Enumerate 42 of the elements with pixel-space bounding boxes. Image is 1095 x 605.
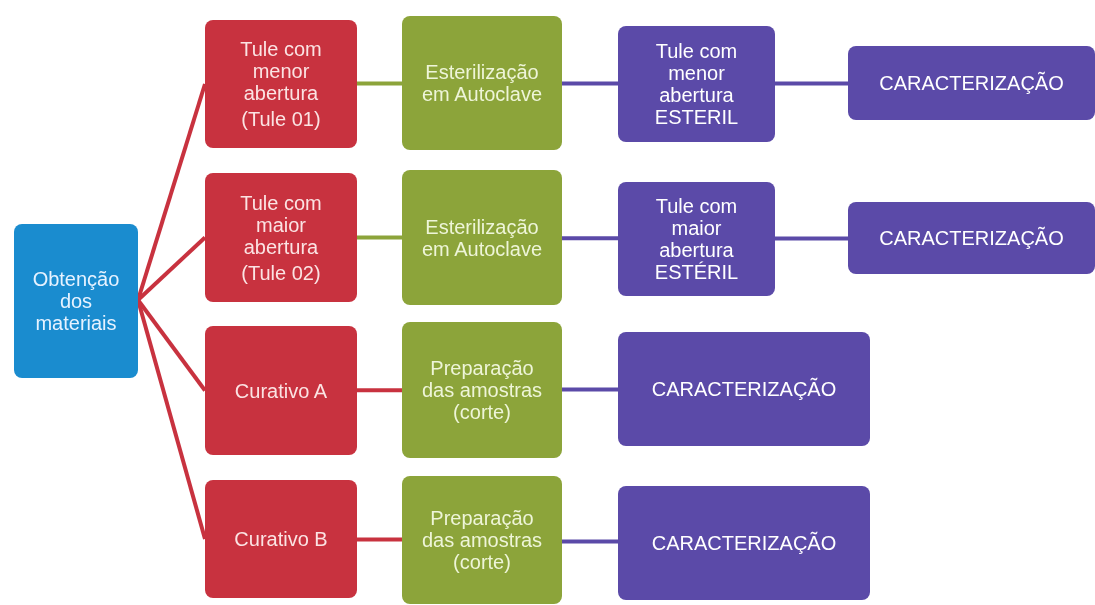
connector-line (357, 537, 402, 542)
box-text: (Tule 01) (241, 108, 321, 130)
connector-line (562, 236, 618, 241)
connector-line (562, 387, 618, 392)
box-text: CARACTERIZAÇÃO (651, 532, 837, 554)
process-box (402, 322, 562, 458)
connector-line (775, 236, 848, 241)
connector-line (562, 81, 618, 86)
process-box (205, 326, 357, 455)
box-text: Tule com menor abertura ESTERIL (653, 40, 740, 128)
box-text: CARACTERIZAÇÃO (879, 72, 1064, 94)
process-box (205, 20, 357, 148)
process-box (402, 476, 562, 604)
connector-line (357, 81, 402, 86)
connector-line (357, 235, 402, 240)
box-text: CARACTERIZAÇÃO (879, 227, 1064, 249)
process-box (618, 26, 775, 142)
box-text: Esterilização em Autoclave (420, 215, 544, 260)
process-box (205, 480, 357, 598)
process-box (848, 46, 1095, 120)
process-box (848, 202, 1095, 274)
box-text: Preparação das amostras (corte) (420, 507, 544, 573)
box-text: Obtenção dos materiais (31, 268, 121, 334)
process-box (402, 16, 562, 150)
process-box (402, 170, 562, 305)
process-box (14, 224, 138, 378)
box-text: (Tule 02) (241, 261, 321, 284)
process-box (618, 486, 870, 600)
process-box (205, 173, 357, 302)
process-box (618, 332, 870, 446)
box-text: Tule com menor abertura (239, 38, 323, 104)
box-text: Tule com maior abertura ESTÉRIL (653, 195, 740, 283)
box-text: Tule com maior abertura (239, 191, 323, 258)
box-text: CARACTERIZAÇÃO (651, 378, 837, 400)
box-text: Curativo B (234, 528, 328, 550)
connector-line (562, 539, 618, 544)
box-text: Preparação das amostras (corte) (420, 357, 544, 423)
connector-line (357, 388, 402, 393)
box-text: Curativo A (234, 379, 328, 402)
process-box (618, 182, 775, 296)
connector-line (775, 81, 848, 86)
box-text: Esterilização em Autoclave (420, 61, 544, 105)
